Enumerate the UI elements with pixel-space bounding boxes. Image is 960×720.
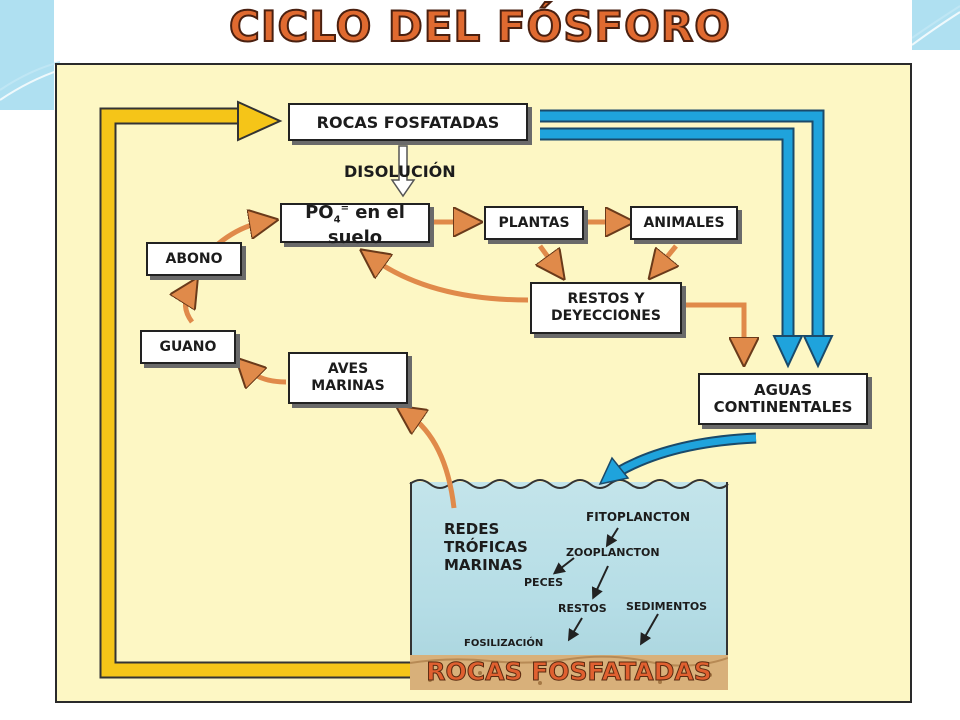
node-plantas: PLANTAS — [484, 206, 584, 240]
label-disolucion: DISOLUCIÓN — [344, 162, 456, 181]
decorative-swoosh-right — [912, 0, 960, 50]
sea-wave-surface — [409, 479, 729, 489]
decorative-swoosh-left — [0, 0, 60, 110]
label-fitoplancton: FITOPLANCTON — [586, 510, 691, 524]
node-restos-deyecciones: RESTOS Y DEYECCIONES — [530, 282, 682, 334]
label-restos: RESTOS — [558, 602, 607, 615]
label-sedimentos: SEDIMENTOS — [626, 600, 708, 613]
seabed-rock — [410, 655, 728, 690]
label-zooplancton: ZOOPLANCTON — [566, 546, 660, 559]
node-aves-marinas: AVES MARINAS — [288, 352, 408, 404]
blue-arrow-to-sea — [598, 432, 757, 486]
blue-arrows-runoff — [540, 109, 834, 369]
rock-texture — [410, 655, 728, 685]
node-abono: ABONO — [146, 242, 242, 276]
po4-label: PO4= en el suelo — [305, 202, 405, 248]
node-aguas-continentales: AGUAS CONTINENTALES — [698, 373, 868, 425]
node-animales: ANIMALES — [630, 206, 738, 240]
label-redes-troficas-marinas: REDES TRÓFICAS MARINAS — [444, 520, 528, 574]
food-web-arrows — [552, 527, 659, 646]
label-fosilizacion: FOSILIZACIÓN — [464, 638, 544, 649]
node-guano: GUANO — [140, 330, 236, 364]
yellow-arrow-fossil-return — [99, 100, 410, 679]
page-title: CICLO DEL FÓSFORO — [228, 1, 731, 52]
orange-arrows — [185, 222, 744, 509]
label-peces: PECES — [524, 576, 564, 589]
disolucion-arrow — [390, 145, 416, 198]
node-rocas-fosfatadas: ROCAS FOSFATADAS — [288, 103, 528, 141]
label-rocas-fosfatadas-seabed: ROCAS FOSFATADAS — [426, 657, 712, 687]
node-po4-suelo: PO4= en el suelo — [280, 202, 430, 248]
